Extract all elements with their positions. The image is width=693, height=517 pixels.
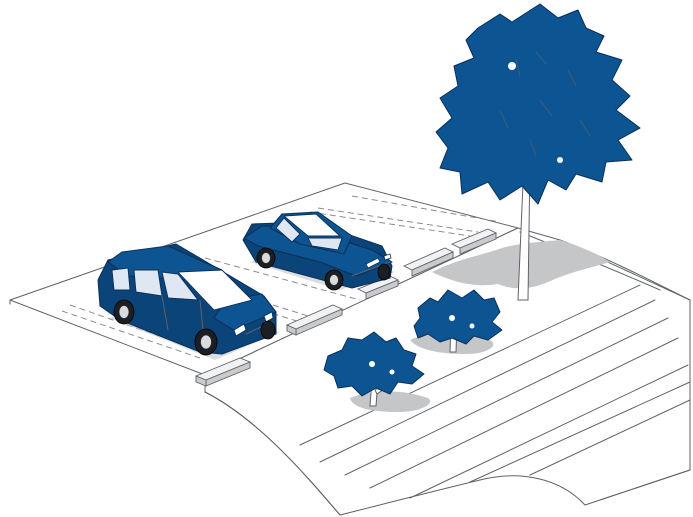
tree-canopy bbox=[436, 4, 640, 204]
